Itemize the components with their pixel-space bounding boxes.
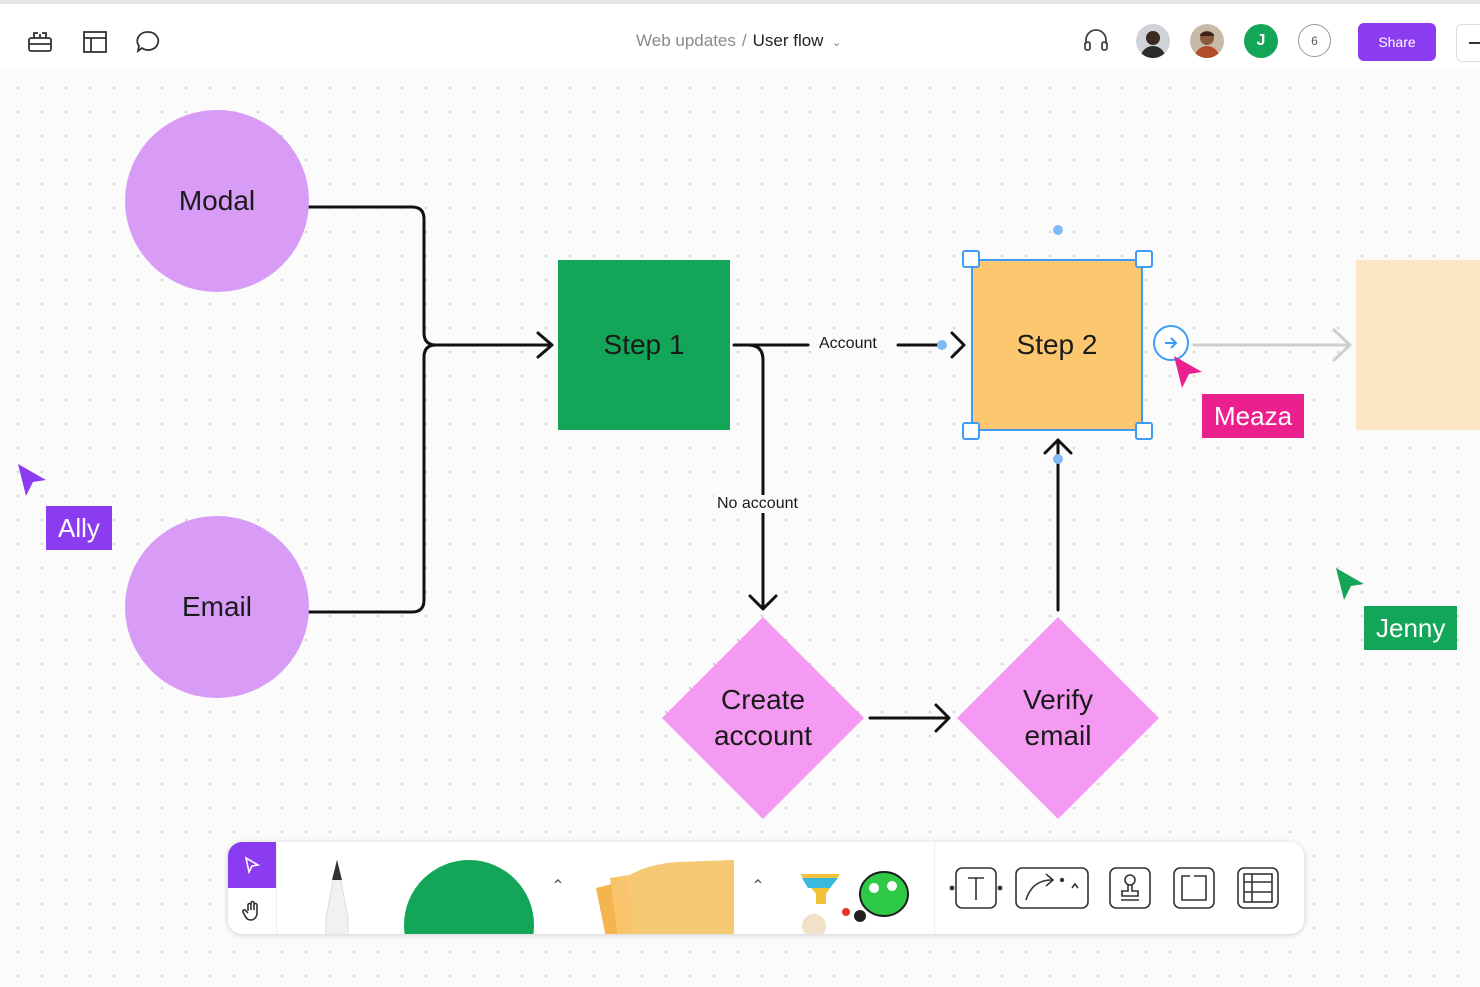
resize-handle[interactable]: [962, 422, 980, 440]
chevron-up-icon[interactable]: ⌃: [751, 878, 765, 895]
chevron-up-icon[interactable]: ⌃: [551, 878, 565, 895]
cursor-label-ally: Ally: [46, 506, 112, 550]
node-ghost: [1356, 260, 1480, 430]
zoom-control[interactable]: [1456, 24, 1480, 62]
node-verify-email-line1: Verify: [1022, 684, 1094, 715]
frame-icon[interactable]: [1172, 866, 1216, 910]
stickers-icon[interactable]: [788, 860, 918, 934]
node-verify-email-line2: email: [1024, 720, 1092, 751]
node-verify-email[interactable]: Verify email: [957, 617, 1159, 819]
chevron-down-icon[interactable]: ⌄: [831, 35, 842, 49]
resize-handle[interactable]: [1135, 422, 1153, 440]
cursor-arrow-icon: [18, 464, 46, 496]
resize-handle[interactable]: [1135, 250, 1153, 268]
edge-label-account[interactable]: Account: [816, 335, 880, 353]
text-tool-icon[interactable]: [948, 866, 1004, 910]
diamond-shape: [662, 617, 864, 819]
hand-tool-icon[interactable]: [228, 888, 276, 934]
select-tool-icon[interactable]: [228, 842, 276, 888]
add-connector-icon[interactable]: [1153, 325, 1189, 361]
connector-tool-icon[interactable]: [1014, 866, 1092, 910]
node-email-label: Email: [181, 591, 252, 622]
node-email[interactable]: Email: [125, 516, 309, 698]
node-step2[interactable]: Step 2: [971, 259, 1143, 431]
table-icon[interactable]: [1236, 866, 1280, 910]
cursor-arrow-icon: [1174, 356, 1202, 388]
breadcrumb-current[interactable]: User flow: [752, 31, 824, 50]
node-step1[interactable]: Step 1: [558, 260, 730, 430]
node-modal-label: Modal: [178, 185, 256, 216]
cursor-arrow-icon: [1336, 568, 1364, 600]
shape-tool-icon[interactable]: [404, 860, 534, 934]
collaborator-overflow-badge[interactable]: 6: [1298, 24, 1331, 57]
comment-icon[interactable]: [132, 26, 164, 58]
resize-handle[interactable]: [962, 250, 980, 268]
avatar[interactable]: [1136, 24, 1170, 58]
stamp-icon[interactable]: [1108, 866, 1152, 910]
breadcrumb[interactable]: Web updates / User flow ⌄: [636, 31, 842, 51]
layout-icon[interactable]: [79, 26, 111, 58]
edge-label-no-account[interactable]: No account: [714, 495, 801, 513]
node-step2-label: Step 2: [1016, 329, 1098, 360]
node-create-account-line2: account: [713, 720, 813, 751]
node-step1-label: Step 1: [603, 329, 685, 360]
cursor-label-jenny: Jenny: [1364, 606, 1458, 650]
bottom-toolbar: ⌃ ⌃: [228, 842, 1304, 934]
node-modal[interactable]: Modal: [125, 110, 309, 292]
pen-tool-icon[interactable]: [312, 858, 362, 934]
robot-icon[interactable]: [24, 26, 56, 58]
headphones-icon[interactable]: [1080, 24, 1112, 56]
breadcrumb-parent[interactable]: Web updates: [636, 31, 736, 50]
diamond-shape: [957, 617, 1159, 819]
avatar[interactable]: J: [1244, 24, 1278, 58]
top-bar: Web updates / User flow ⌄ J 6 Share: [0, 4, 1480, 70]
cursor-label-meaza: Meaza: [1202, 394, 1305, 438]
minus-icon[interactable]: [1469, 42, 1480, 44]
sticky-note-icon[interactable]: [588, 858, 734, 934]
share-button[interactable]: Share: [1358, 23, 1436, 61]
breadcrumb-separator: /: [741, 31, 747, 50]
node-create-account-line1: Create: [720, 684, 806, 715]
avatar[interactable]: [1190, 24, 1224, 58]
node-create-account[interactable]: Create account: [662, 617, 864, 819]
